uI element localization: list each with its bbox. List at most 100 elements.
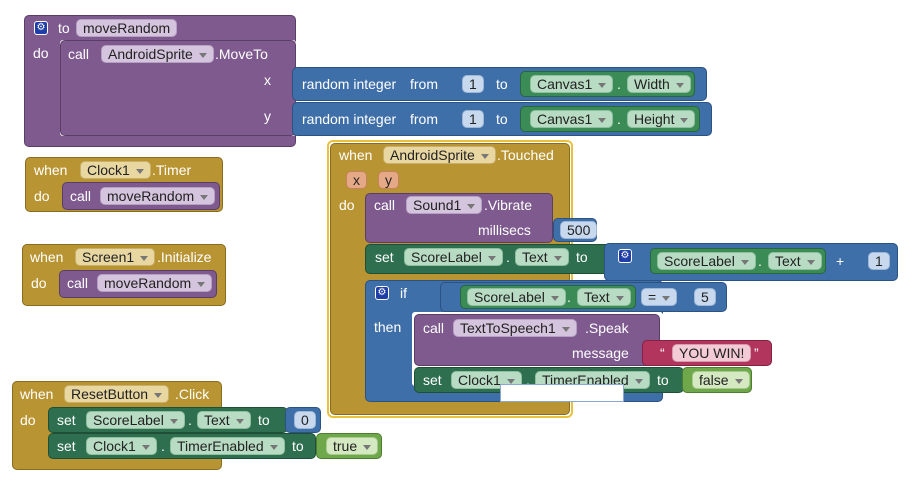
set-keyword: set: [57, 412, 76, 428]
to-keyword: to: [292, 438, 304, 454]
dot-separator: .: [567, 289, 571, 305]
to-keyword: to: [58, 20, 70, 36]
then-keyword: then: [374, 319, 402, 335]
equals-operator-dropdown[interactable]: =: [641, 288, 678, 306]
dot-separator: .: [526, 372, 530, 388]
to-label: to: [496, 111, 508, 127]
androidsprite-dropdown[interactable]: AndroidSprite: [383, 146, 496, 164]
chevron-down-icon: [200, 194, 209, 200]
set-keyword: set: [57, 438, 76, 454]
procedure-name-field[interactable]: moveRandom: [76, 19, 178, 37]
screen1-dropdown[interactable]: Screen1: [75, 248, 156, 266]
mutator-gear-icon[interactable]: ⚙: [34, 21, 48, 35]
chevron-down-icon: [598, 82, 607, 88]
false-dropdown[interactable]: false: [692, 371, 750, 389]
chevron-down-icon: [154, 392, 163, 398]
mutator-gear-icon[interactable]: ⚙: [375, 286, 389, 300]
resetbutton-dropdown[interactable]: ResetButton: [64, 385, 170, 403]
quote-close: ”: [754, 345, 759, 361]
to-keyword: to: [657, 372, 669, 388]
timerenabled-property-dropdown[interactable]: TimerEnabled: [170, 437, 285, 455]
androidsprite-dropdown[interactable]: AndroidSprite: [101, 45, 214, 63]
initialize-event-label: .Initialize: [157, 249, 212, 265]
clock1-dropdown[interactable]: Clock1: [80, 161, 151, 179]
do-keyword: do: [339, 197, 355, 213]
procedure-dropdown[interactable]: moveRandom: [100, 187, 216, 205]
number-500-field[interactable]: 500: [560, 221, 598, 239]
chevron-down-icon: [662, 295, 671, 301]
canvas1-dropdown[interactable]: Canvas1: [530, 110, 614, 128]
call-keyword: call: [70, 188, 92, 204]
chevron-down-icon: [235, 418, 244, 424]
number-five-field[interactable]: 5: [694, 288, 716, 306]
param-y[interactable]: y: [378, 171, 399, 189]
chevron-down-icon: [363, 444, 372, 450]
to-keyword: to: [258, 412, 270, 428]
text-property-dropdown[interactable]: Text: [515, 248, 569, 266]
number-one-field[interactable]: 1: [868, 252, 890, 270]
chevron-down-icon: [169, 418, 178, 424]
set-keyword: set: [423, 372, 442, 388]
chevron-down-icon: [480, 153, 489, 159]
text-property-dropdown[interactable]: Text: [768, 252, 822, 270]
do-keyword: do: [34, 188, 50, 204]
procedure-dropdown[interactable]: moveRandom: [97, 274, 213, 292]
dot-separator: .: [617, 111, 621, 127]
height-property-dropdown[interactable]: Height: [627, 110, 696, 128]
chevron-down-icon: [550, 295, 559, 301]
dot-separator: .: [506, 249, 510, 265]
chevron-down-icon: [140, 255, 149, 261]
when-keyword: when: [339, 147, 373, 163]
drop-target-highlight: [500, 384, 624, 402]
number-one-field[interactable]: 1: [462, 110, 484, 128]
number-zero-field[interactable]: 0: [294, 411, 316, 429]
from-label: from: [410, 76, 438, 92]
param-x[interactable]: x: [346, 171, 367, 189]
when-keyword: when: [20, 386, 54, 402]
chevron-down-icon: [269, 444, 278, 450]
sound1-dropdown[interactable]: Sound1: [406, 196, 483, 214]
text-property-dropdown[interactable]: Text: [197, 411, 251, 429]
plus-operator: +: [836, 253, 845, 269]
texttospeech1-dropdown[interactable]: TextToSpeech1: [453, 319, 577, 337]
y-param-label: y: [264, 108, 271, 124]
dot-separator: .: [188, 412, 192, 428]
quote-open: “: [660, 345, 665, 361]
scorelabel-dropdown[interactable]: ScoreLabel: [86, 411, 185, 429]
chevron-down-icon: [734, 378, 743, 384]
chevron-down-icon: [740, 259, 749, 265]
chevron-down-icon: [806, 259, 815, 265]
call-keyword: call: [67, 275, 89, 291]
do-keyword: do: [20, 412, 36, 428]
selected-block-outline: [327, 140, 573, 418]
clock1-dropdown[interactable]: Clock1: [86, 437, 157, 455]
millisecs-param-label: millisecs: [478, 222, 531, 238]
message-param-label: message: [572, 345, 629, 361]
dot-separator: .: [758, 253, 762, 269]
text-property-dropdown[interactable]: Text: [577, 288, 631, 306]
chevron-down-icon: [675, 82, 684, 88]
random-integer-label: random integer: [302, 111, 397, 127]
chevron-down-icon: [487, 255, 496, 261]
click-event-label: .Click: [175, 386, 210, 402]
true-dropdown[interactable]: true: [326, 437, 379, 455]
scorelabel-dropdown[interactable]: ScoreLabel: [404, 248, 503, 266]
width-property-dropdown[interactable]: Width: [627, 75, 691, 93]
moveto-method: .MoveTo: [215, 46, 268, 62]
if-keyword: if: [400, 285, 407, 301]
random-integer-label: random integer: [302, 76, 397, 92]
call-keyword: call: [374, 197, 396, 213]
scorelabel-dropdown[interactable]: ScoreLabel: [657, 252, 756, 270]
when-keyword: when: [30, 249, 64, 265]
scorelabel-dropdown[interactable]: ScoreLabel: [467, 288, 566, 306]
call-keyword: call: [423, 320, 445, 336]
to-keyword: to: [576, 249, 588, 265]
set-keyword: set: [375, 249, 394, 265]
number-one-field[interactable]: 1: [462, 75, 484, 93]
you-win-text-field[interactable]: YOU WIN!: [672, 344, 752, 362]
canvas1-dropdown[interactable]: Canvas1: [530, 75, 614, 93]
x-param-label: x: [264, 72, 271, 88]
mutator-gear-icon[interactable]: ⚙: [618, 249, 632, 263]
chevron-down-icon: [135, 168, 144, 174]
chevron-down-icon: [561, 326, 570, 332]
